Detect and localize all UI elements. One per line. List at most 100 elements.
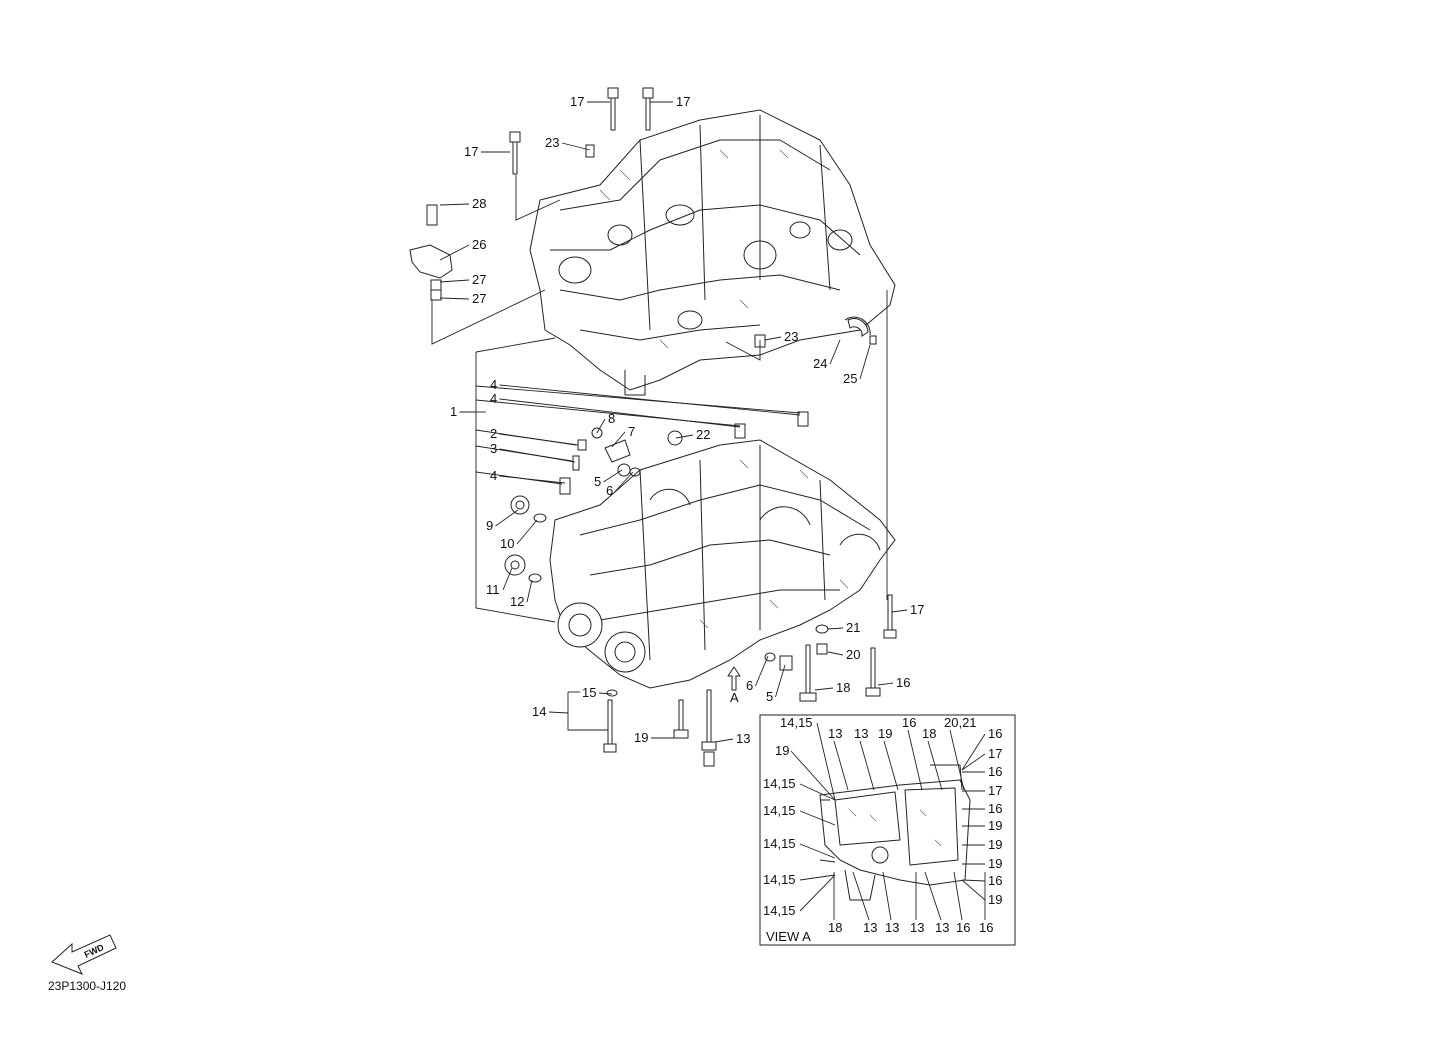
callout-7: 7: [628, 424, 635, 439]
lower-crankcase: [549, 439, 896, 689]
callout-6: 6: [606, 483, 613, 498]
view-a-label: 20,21: [944, 715, 977, 730]
view-a-label: 13: [854, 726, 868, 741]
view-a-leader: [882, 871, 892, 921]
callout-leader: [439, 297, 470, 300]
view-a-label: 17: [988, 783, 1002, 798]
callout-21: 21: [846, 620, 860, 635]
callout-leader: [755, 655, 769, 687]
view-a-label: 16: [956, 920, 970, 935]
callout-27: 27: [472, 291, 486, 306]
callout-leader: [775, 664, 786, 698]
view-a-leader: [961, 879, 986, 901]
view-a-label: 16: [979, 920, 993, 935]
callout-leader: [439, 203, 470, 206]
callout-leader: [598, 692, 613, 695]
callout-17: 17: [676, 94, 690, 109]
bracket-part-26: [409, 204, 453, 301]
callout-14: 14: [532, 704, 546, 719]
callout-8: 8: [608, 411, 615, 426]
view-a-leader: [907, 729, 923, 791]
view-a-label: 18: [922, 726, 936, 741]
view-a-leader: [799, 810, 836, 826]
callout-23: 23: [545, 135, 559, 150]
view-a-label: 19: [988, 837, 1002, 852]
callout-15: 15: [582, 685, 596, 700]
view-a-label: 14,15: [763, 776, 796, 791]
callout-11: 11: [486, 582, 500, 597]
view-a-label: 14,15: [763, 903, 796, 918]
view-a-leader: [799, 843, 836, 859]
view-a-label: 16: [988, 801, 1002, 816]
callout-9: 9: [486, 518, 493, 533]
fwd-arrow: FWD: [51, 934, 117, 975]
view-a-label: 19: [988, 818, 1002, 833]
callout-leader: [603, 469, 623, 483]
callout-10: 10: [500, 536, 514, 551]
callout-leader: [526, 579, 533, 603]
view-a-label: 17: [988, 746, 1002, 761]
view-a-label: 13: [863, 920, 877, 935]
view-a-label: 19: [775, 743, 789, 758]
view-a-label: 14,15: [780, 715, 813, 730]
callout-leader: [502, 567, 513, 591]
view-a-label: 16: [988, 764, 1002, 779]
view-a-label: 13: [885, 920, 899, 935]
callout-17: 17: [464, 144, 478, 159]
callout-12: 12: [510, 594, 524, 609]
callout-3: 3: [490, 441, 497, 456]
callout-leader: [611, 431, 626, 448]
callout-24: 24: [813, 356, 827, 371]
callout-leader: [814, 687, 834, 691]
callout-leader: [877, 682, 894, 686]
plugs-and-orings: [504, 318, 877, 671]
callout-6: 6: [746, 678, 753, 693]
view-a-leader: [859, 740, 875, 791]
callout-leader: [827, 627, 844, 630]
callout-leader: [764, 336, 782, 341]
view-a-leader: [953, 871, 963, 921]
view-a-leader: [883, 740, 899, 791]
callout-leader: [439, 279, 470, 283]
callout-leader: [499, 448, 576, 463]
callout-22: 22: [696, 427, 710, 442]
callout-16: 16: [896, 675, 910, 690]
view-a-leader: [816, 722, 836, 801]
view-a-label: 13: [910, 920, 924, 935]
view-a-title: VIEW A: [766, 929, 811, 944]
callout-leader: [615, 471, 634, 492]
view-a-labels: 14,15 13 13 19 16 18 20,21 16 19 17 16 14,15 17 14,15…: [763, 715, 1002, 935]
callout-13: 13: [736, 731, 750, 746]
callout-leader: [499, 384, 801, 416]
view-a-label: 18: [828, 920, 842, 935]
view-a-inset: 14,15 13 13 19 16 18 20,21 16 19 17 16 14,15 17 14,15…: [759, 714, 1016, 946]
diagram-code: 23P1300-J120: [48, 979, 126, 993]
callout-leader: [499, 433, 579, 446]
callout-5: 5: [594, 474, 601, 489]
callout-4: 4: [490, 468, 497, 483]
callout-25: 25: [843, 371, 857, 386]
view-marker-a: A: [730, 690, 739, 705]
view-a-leader: [961, 753, 986, 771]
callout-leader: [827, 651, 844, 656]
callout-19: 19: [634, 730, 648, 745]
callout-27: 27: [472, 272, 486, 287]
view-a-label: 14,15: [763, 836, 796, 851]
view-a-leader: [924, 871, 942, 921]
upper-crankcase: [529, 109, 896, 396]
callout-17: 17: [570, 94, 584, 109]
view-a-leader: [852, 871, 870, 921]
callout-23: 23: [784, 329, 798, 344]
callout-leader: [596, 418, 606, 434]
callout-leader: [548, 711, 569, 714]
callout-4: 4: [490, 377, 497, 392]
view-a-leader: [799, 874, 836, 912]
callout-17: 17: [910, 602, 924, 617]
view-a-leader: [833, 740, 849, 791]
view-a-leader: [949, 729, 965, 791]
callout-leader: [439, 244, 470, 261]
view-a-leader: [799, 783, 836, 801]
view-a-label: 19: [988, 892, 1002, 907]
